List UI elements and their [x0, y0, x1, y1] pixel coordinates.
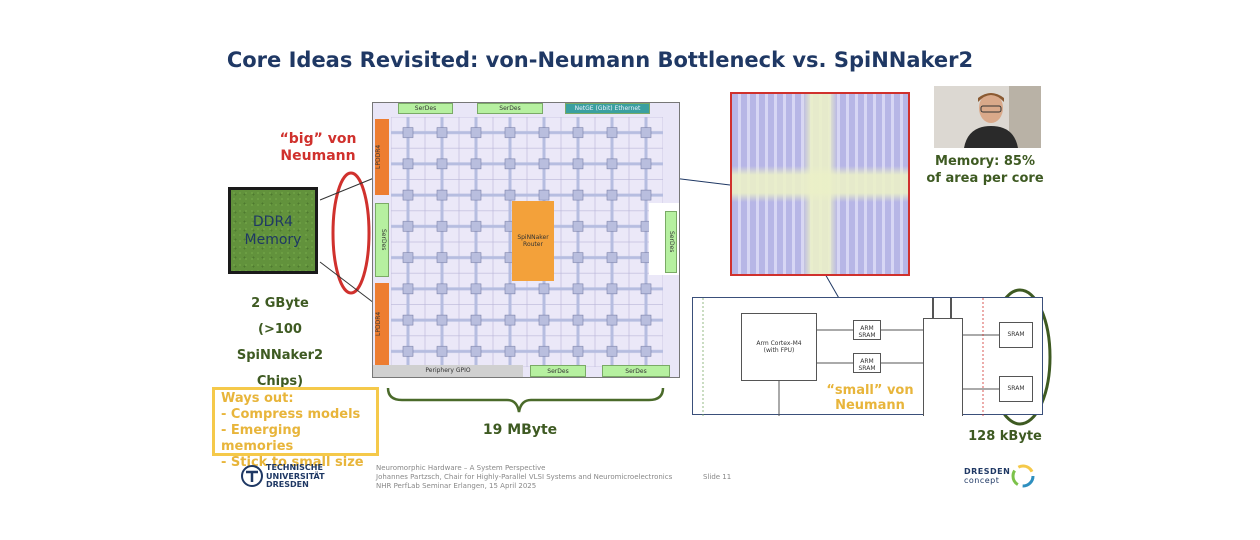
dresden-concept-logo-text: DRESDEN concept: [964, 467, 1010, 485]
chip-capacity: 19 MByte: [482, 422, 558, 438]
serdes-left: SerDes: [375, 203, 389, 277]
sram-box-2: SRAM: [999, 376, 1033, 402]
small-vn-2: Neumann: [835, 398, 905, 413]
big-vn-ellipse: [331, 171, 371, 295]
ddr4-memory-chip: DDR4 Memory: [228, 187, 318, 274]
interconnect-box: [923, 318, 963, 416]
logo-line-2: UNIVERSITÄT: [266, 471, 325, 481]
dresden-line-1: DRESDEN: [964, 467, 1011, 476]
ethernet-block: NetGE (Gbit) Ethernet: [565, 103, 650, 114]
small-von-neumann-label: “small” von Neumann: [815, 383, 925, 413]
gbyte-label: 2 GByte: [251, 296, 309, 311]
ddr4-arrow-down: [319, 261, 375, 304]
big-von-neumann-label: “big” von Neumann: [258, 131, 378, 165]
serdes-right: SerDes: [665, 211, 677, 273]
ways-out-box: Ways out: - Compress models - Emerging m…: [212, 387, 379, 470]
presenter-icon: [934, 86, 1041, 148]
spinnaker2-chip-floorplan: SerDes SerDes NetGE (Gbit) Ethernet LPDD…: [372, 102, 680, 378]
sram-capacity: 128 kByte: [968, 429, 1042, 444]
spinnaker-router: SpiNNaker Router: [512, 201, 554, 281]
arm-label-1: Arm Cortex-M4: [756, 340, 802, 347]
big-von-neumann-text: “big” von Neumann: [279, 131, 357, 164]
arm-label-2: (with FPU): [763, 347, 795, 354]
footer-line-1: Neuromorphic Hardware – A System Perspec…: [376, 464, 546, 472]
serdes-top-1: SerDes: [398, 103, 453, 114]
presenter-webcam: [934, 86, 1041, 148]
footer-line-3: NHR PerfLab Seminar Erlangen, 15 April 2…: [376, 482, 537, 490]
footer-line-2: Johannes Partzsch, Chair for Highly-Para…: [376, 473, 673, 481]
periphery-gpio: Periphery GPIO: [373, 365, 523, 377]
ways-out-item: - Compress models: [221, 407, 361, 422]
core-die-photo: [730, 92, 910, 276]
slide-title: Core Ideas Revisited: von-Neumann Bottle…: [226, 48, 974, 72]
memory-label: Memory: [244, 231, 302, 248]
router-text-2: Router: [523, 241, 543, 248]
ways-out-item: - Emerging memories: [221, 423, 301, 454]
memory-area-label: Memory: 85% of area per core: [920, 153, 1050, 187]
ddr4-arrow-up: [319, 177, 375, 201]
pe-block-diagram: Arm Cortex-M4 (with FPU) ARM SRAM ARM SR…: [692, 297, 1043, 416]
sram-box-1: SRAM: [999, 322, 1033, 348]
serdes-right-text: SerDes: [668, 231, 675, 253]
dresden-line-2: concept: [964, 476, 1000, 485]
slide-number: Slide 11: [703, 473, 732, 481]
serdes-left-text: SerDes: [380, 229, 387, 251]
lpddr4-bottom: LPDDR4: [375, 283, 389, 365]
chips-label-1: (>100 SpiNNaker2: [236, 322, 324, 363]
serdes-bottom-2: SerDes: [602, 365, 670, 377]
memory-pct-1: Memory: 85%: [935, 154, 1035, 169]
tu-dresden-logo-text: TECHNISCHE UNIVERSITÄT DRESDEN: [266, 463, 325, 490]
arm-cortex-m4-box: Arm Cortex-M4 (with FPU): [741, 313, 817, 381]
footer-text: Neuromorphic Hardware – A System Perspec…: [376, 464, 672, 491]
serdes-top-2: SerDes: [477, 103, 543, 114]
lpddr4-top: LPDDR4: [375, 119, 389, 195]
tu-dresden-logo-icon: [241, 465, 263, 487]
serdes-bottom-1: SerDes: [530, 365, 586, 377]
ddr4-capacity: 2 GByte (>100 SpiNNaker2 Chips): [215, 291, 345, 395]
chip-bracket: [386, 387, 665, 413]
block-wiring: [702, 298, 999, 416]
dresden-concept-ring-icon: [1011, 464, 1035, 488]
memory-pct-2: of area per core: [926, 171, 1044, 186]
chips-label-2: Chips): [256, 374, 304, 389]
logo-line-1: TECHNISCHE: [266, 463, 323, 472]
arm-sram-box-2: ARM SRAM: [853, 353, 881, 373]
router-text-1: SpiNNaker: [517, 234, 549, 241]
ways-out-title: Ways out:: [221, 391, 294, 406]
arm-sram-box-1: ARM SRAM: [853, 320, 881, 340]
small-vn-1: “small” von: [826, 383, 914, 398]
ddr4-label: DDR4: [252, 213, 294, 230]
logo-line-3: DRESDEN: [266, 480, 309, 489]
